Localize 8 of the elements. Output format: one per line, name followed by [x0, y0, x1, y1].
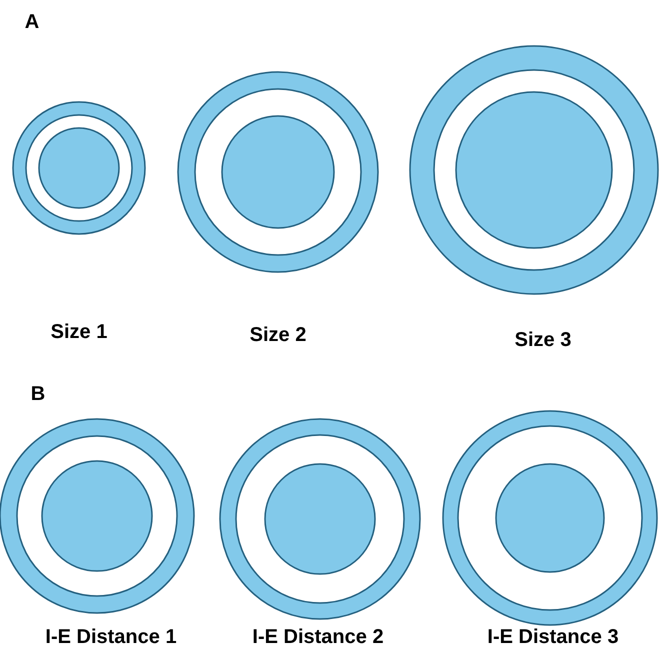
panel-letter: B	[30, 384, 46, 404]
caption: Size 3	[514, 330, 572, 350]
caption: I-E Distance 2	[252, 627, 384, 647]
caption: Size 1	[50, 322, 108, 342]
caption: I-E Distance 1	[45, 627, 177, 647]
caption: Size 2	[250, 325, 306, 345]
caption: I-E Distance 3	[487, 627, 619, 647]
panel-letter: A	[24, 12, 40, 32]
